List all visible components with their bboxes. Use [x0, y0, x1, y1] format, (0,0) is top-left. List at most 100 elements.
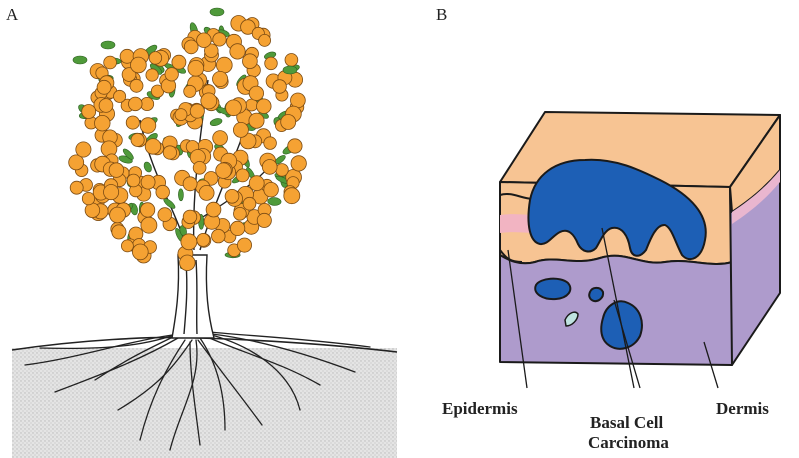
- orange-fruit: [283, 187, 301, 205]
- orange-fruit: [180, 233, 198, 251]
- tumor-nest-2: [588, 286, 605, 303]
- dermis-leader: [703, 341, 719, 389]
- carcinoma-leader-2: [613, 299, 641, 389]
- orange-fruit: [258, 34, 272, 47]
- skin-side-band: [732, 170, 780, 224]
- orange-fruit: [75, 141, 92, 158]
- orange-fruit: [224, 189, 240, 204]
- orange-fruit: [174, 108, 188, 121]
- orange-fruit: [108, 162, 125, 178]
- orange-fruit: [69, 180, 84, 195]
- panel-a-label: A: [6, 5, 19, 24]
- tumor-nest-4: [564, 311, 579, 327]
- leaf: [178, 188, 184, 202]
- orange-fruit: [242, 196, 257, 211]
- orange-fruit: [103, 184, 120, 201]
- leaf: [209, 7, 225, 17]
- orange-fruit: [205, 201, 222, 218]
- orange-fruit: [280, 114, 297, 130]
- tree-roots: [24, 331, 371, 451]
- callout-lines: [507, 227, 719, 389]
- orange-fruit: [200, 92, 218, 110]
- orange-fruit: [140, 174, 156, 190]
- leaf: [72, 55, 88, 65]
- orange-fruit: [144, 138, 162, 155]
- orange-fruit: [171, 54, 187, 70]
- orange-fruit: [192, 161, 207, 175]
- orange-fruit: [256, 98, 272, 114]
- label-epidermis: Epidermis: [442, 399, 518, 418]
- basal-cell-carcinoma: [527, 158, 707, 350]
- tumor-main: [527, 158, 707, 260]
- orange-fruit: [230, 220, 246, 236]
- orange-fruit: [84, 202, 101, 219]
- orange-fruit: [98, 98, 114, 113]
- orange-fruit: [275, 163, 289, 177]
- orange-fruit: [109, 206, 126, 224]
- tumor-nest-1: [534, 277, 572, 301]
- orange-fruit: [235, 168, 250, 183]
- orange-fruit: [216, 56, 233, 74]
- orange-fruit: [189, 103, 205, 119]
- orange-fruit: [121, 67, 137, 82]
- orange-fruit: [290, 92, 306, 109]
- orange-fruit: [132, 243, 149, 261]
- orange-fruit: [264, 56, 278, 71]
- orange-fruit: [215, 162, 232, 179]
- orange-fruit: [179, 254, 196, 271]
- orange-fruit: [284, 53, 299, 67]
- orange-fruit: [248, 85, 264, 101]
- orange-fruit: [248, 112, 265, 129]
- orange-fruit: [287, 138, 303, 154]
- orange-fruit: [164, 67, 179, 82]
- orange-fruit: [248, 175, 265, 192]
- orange-fruit: [130, 132, 145, 147]
- orange-fruit: [129, 78, 144, 93]
- orange-fruit: [130, 56, 147, 74]
- orange-fruit: [126, 173, 141, 188]
- orange-fruit: [225, 99, 242, 117]
- orange-fruit: [157, 207, 173, 222]
- orange-fruit: [233, 207, 247, 221]
- label-basal-cell: Basal Cell: [590, 413, 663, 432]
- orange-fruit: [128, 96, 143, 112]
- orange-fruit: [263, 136, 277, 150]
- orange-fruit: [140, 216, 158, 234]
- orange-fruit: [242, 53, 258, 69]
- orange-fruit: [145, 68, 159, 82]
- orange-fruit: [183, 39, 199, 55]
- orange-fruit: [290, 155, 307, 172]
- orange-fruit: [272, 79, 287, 94]
- orange-fruit: [113, 89, 127, 103]
- orange-fruit: [183, 84, 197, 98]
- orange-fruit: [148, 51, 163, 65]
- panel-b-label: B: [436, 5, 447, 24]
- orange-fruit: [121, 239, 134, 253]
- carcinoma-leader-1: [601, 227, 635, 389]
- orange-fruit: [212, 71, 229, 88]
- ground: [11, 336, 398, 458]
- orange-fruit: [81, 192, 96, 206]
- orange-fruit: [263, 181, 279, 198]
- orange-fruit: [212, 32, 227, 47]
- orange-fruit: [94, 114, 111, 132]
- orange-fruit: [204, 43, 219, 58]
- orange-fruit: [240, 19, 256, 35]
- orange-fruit: [211, 228, 226, 244]
- orange-fruit: [187, 60, 205, 77]
- orange-fruit: [196, 32, 212, 48]
- orange-fruit: [155, 184, 170, 200]
- orange-fruit: [162, 145, 177, 160]
- leaf: [209, 118, 223, 127]
- tree-canopy: [68, 7, 307, 271]
- leaf: [143, 161, 152, 173]
- orange-fruit: [236, 237, 252, 253]
- label-carcinoma: Carcinoma: [588, 433, 669, 452]
- orange-fruit: [111, 224, 127, 240]
- leaf: [100, 40, 116, 50]
- orange-fruit: [256, 212, 272, 228]
- orange-fruit: [125, 115, 140, 130]
- orange-fruit: [232, 121, 249, 138]
- orange-fruit: [261, 159, 278, 175]
